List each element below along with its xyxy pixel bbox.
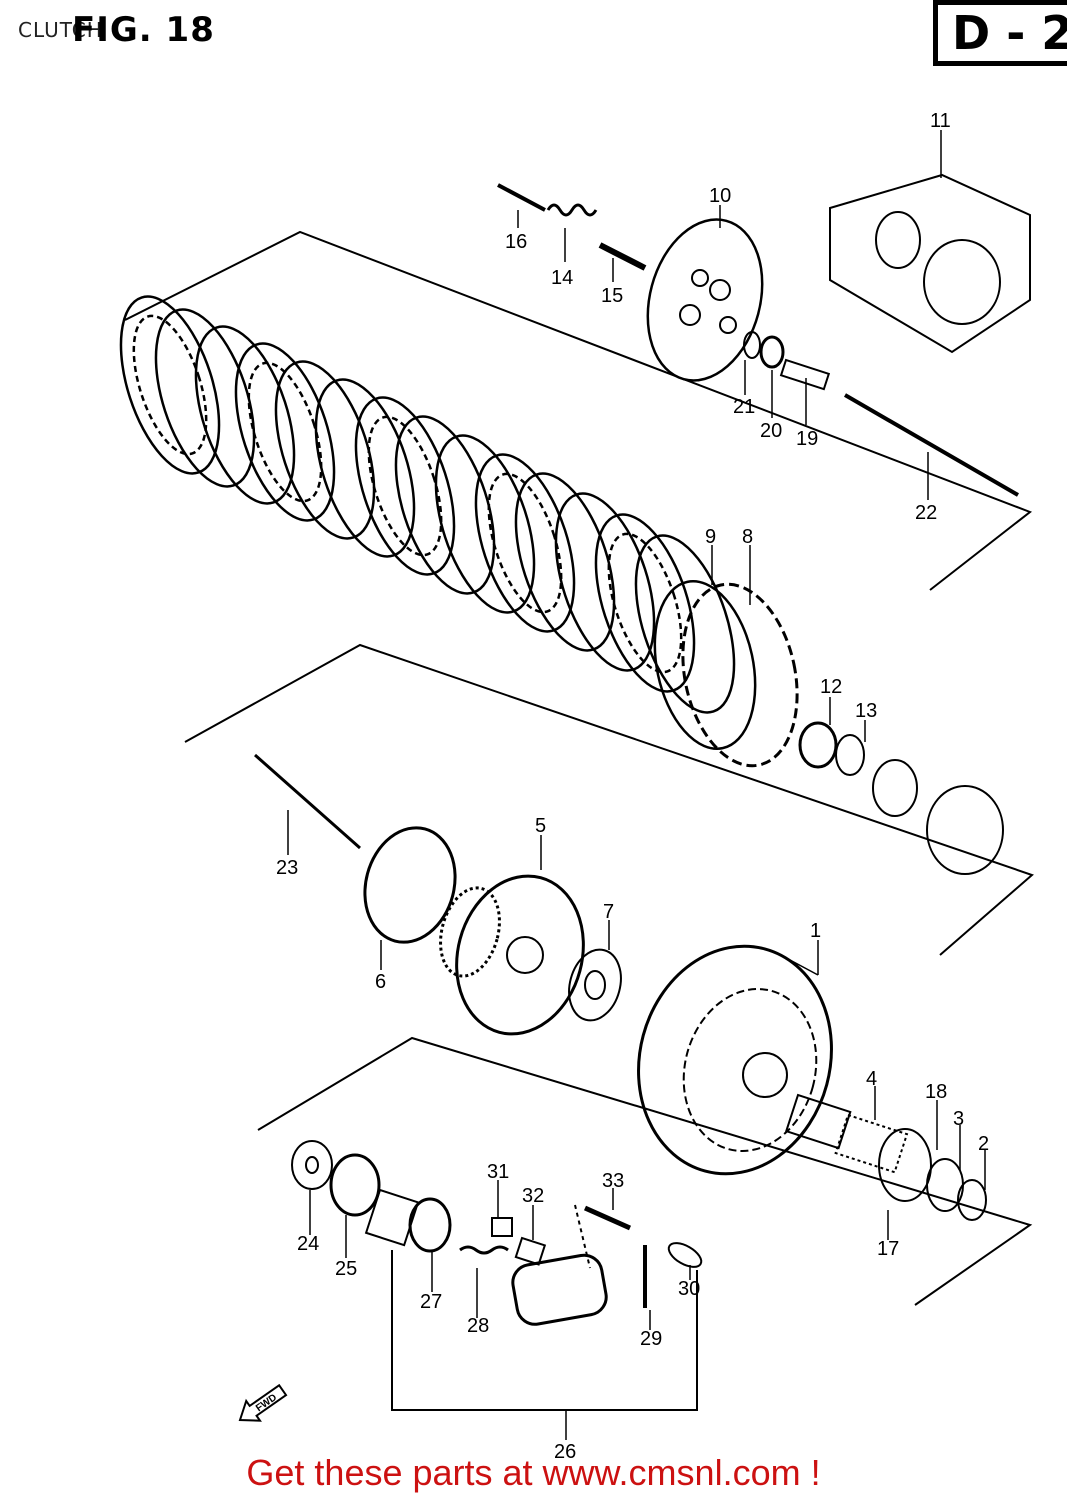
pin-23	[254, 753, 361, 850]
leader-lines	[287, 130, 986, 1440]
section-title: CLUTCH	[18, 18, 103, 42]
callout-11: 11	[930, 110, 951, 132]
clutch-hub-5	[455, 874, 585, 1036]
friction-plate-9	[653, 580, 757, 750]
fwd-arrow-icon: FWD	[238, 1383, 288, 1422]
callout-33: 33	[602, 1170, 624, 1192]
callout-3: 3	[953, 1108, 964, 1130]
callout-29: 29	[640, 1328, 662, 1350]
callout-28: 28	[467, 1315, 489, 1337]
sleeve-hub	[872, 759, 918, 817]
callout-18: 18	[925, 1081, 947, 1103]
callout-7: 7	[603, 901, 614, 923]
release-cylinder-11b	[923, 239, 1001, 325]
spring-14	[546, 203, 598, 217]
callout-24: 24	[297, 1233, 319, 1255]
release-cylinder-11a	[875, 211, 921, 269]
clutch-plate-group-frame	[124, 230, 1033, 591]
oil-pump-gear-17	[878, 1128, 932, 1202]
callout-6: 6	[375, 971, 386, 993]
nut-2	[957, 1179, 987, 1221]
hub-plate	[926, 785, 1004, 875]
kit-bracket-26	[391, 1250, 698, 1411]
bolt-16	[497, 183, 546, 212]
callout-19: 19	[796, 428, 818, 450]
callout-13: 13	[855, 700, 877, 722]
release-kit-frame	[829, 173, 1031, 354]
seal-24	[291, 1140, 333, 1190]
figure-label: FIG. 18	[72, 10, 215, 50]
callout-25: 25	[335, 1258, 357, 1280]
spring-28	[459, 1245, 509, 1255]
bolt-33	[583, 1205, 632, 1231]
callout-14: 14	[551, 267, 573, 289]
callout-23: 23	[276, 857, 298, 879]
footer-cta[interactable]: Get these parts at www.cmsnl.com !	[246, 1452, 821, 1493]
callout-2: 2	[978, 1133, 989, 1155]
page-code-box: D - 2	[933, 0, 1067, 66]
stud-15	[598, 242, 647, 271]
callout-10: 10	[709, 185, 731, 207]
callout-21: 21	[733, 396, 755, 418]
callout-17: 17	[877, 1238, 899, 1260]
callout-9: 9	[705, 526, 716, 548]
callout-22: 22	[915, 502, 937, 524]
callout-32: 32	[522, 1185, 544, 1207]
callout-26: 26	[554, 1441, 576, 1463]
push-rod-22	[843, 393, 1020, 497]
callout-31: 31	[487, 1161, 509, 1183]
clutch-hub-group-frame	[184, 643, 1034, 956]
bushing-31	[491, 1217, 513, 1237]
slave-cylinder-group-frame	[257, 1036, 1033, 1306]
page-code: D - 2	[952, 6, 1067, 60]
callout-15: 15	[601, 285, 623, 307]
washer-7	[568, 948, 622, 1022]
release-rod-19	[779, 358, 831, 391]
spacer-4	[784, 1093, 852, 1150]
callout-30: 30	[678, 1278, 700, 1300]
callout-8: 8	[742, 526, 753, 548]
callout-20: 20	[760, 420, 782, 442]
bushing-32	[514, 1236, 547, 1266]
clip-30	[667, 1242, 703, 1268]
clutch-housing-1	[637, 944, 833, 1176]
piston-25	[329, 1153, 381, 1217]
callout-12: 12	[820, 676, 842, 698]
washer-13	[835, 734, 865, 776]
clutch-plate-stack	[119, 295, 736, 714]
slave-cylinder-body	[511, 1253, 608, 1326]
needle-bearing-18	[834, 1113, 909, 1174]
washer-21	[743, 331, 761, 359]
circlip-6	[363, 826, 457, 944]
callout-4: 4	[866, 1068, 877, 1090]
pressure-plate-10	[646, 218, 764, 382]
callout-16: 16	[505, 231, 527, 253]
callout-27: 27	[420, 1291, 442, 1313]
callout-1: 1	[810, 920, 821, 942]
callout-5: 5	[535, 815, 546, 837]
bearing-20	[759, 335, 785, 369]
friction-plate-8	[681, 582, 799, 768]
bearing-12	[798, 721, 838, 769]
